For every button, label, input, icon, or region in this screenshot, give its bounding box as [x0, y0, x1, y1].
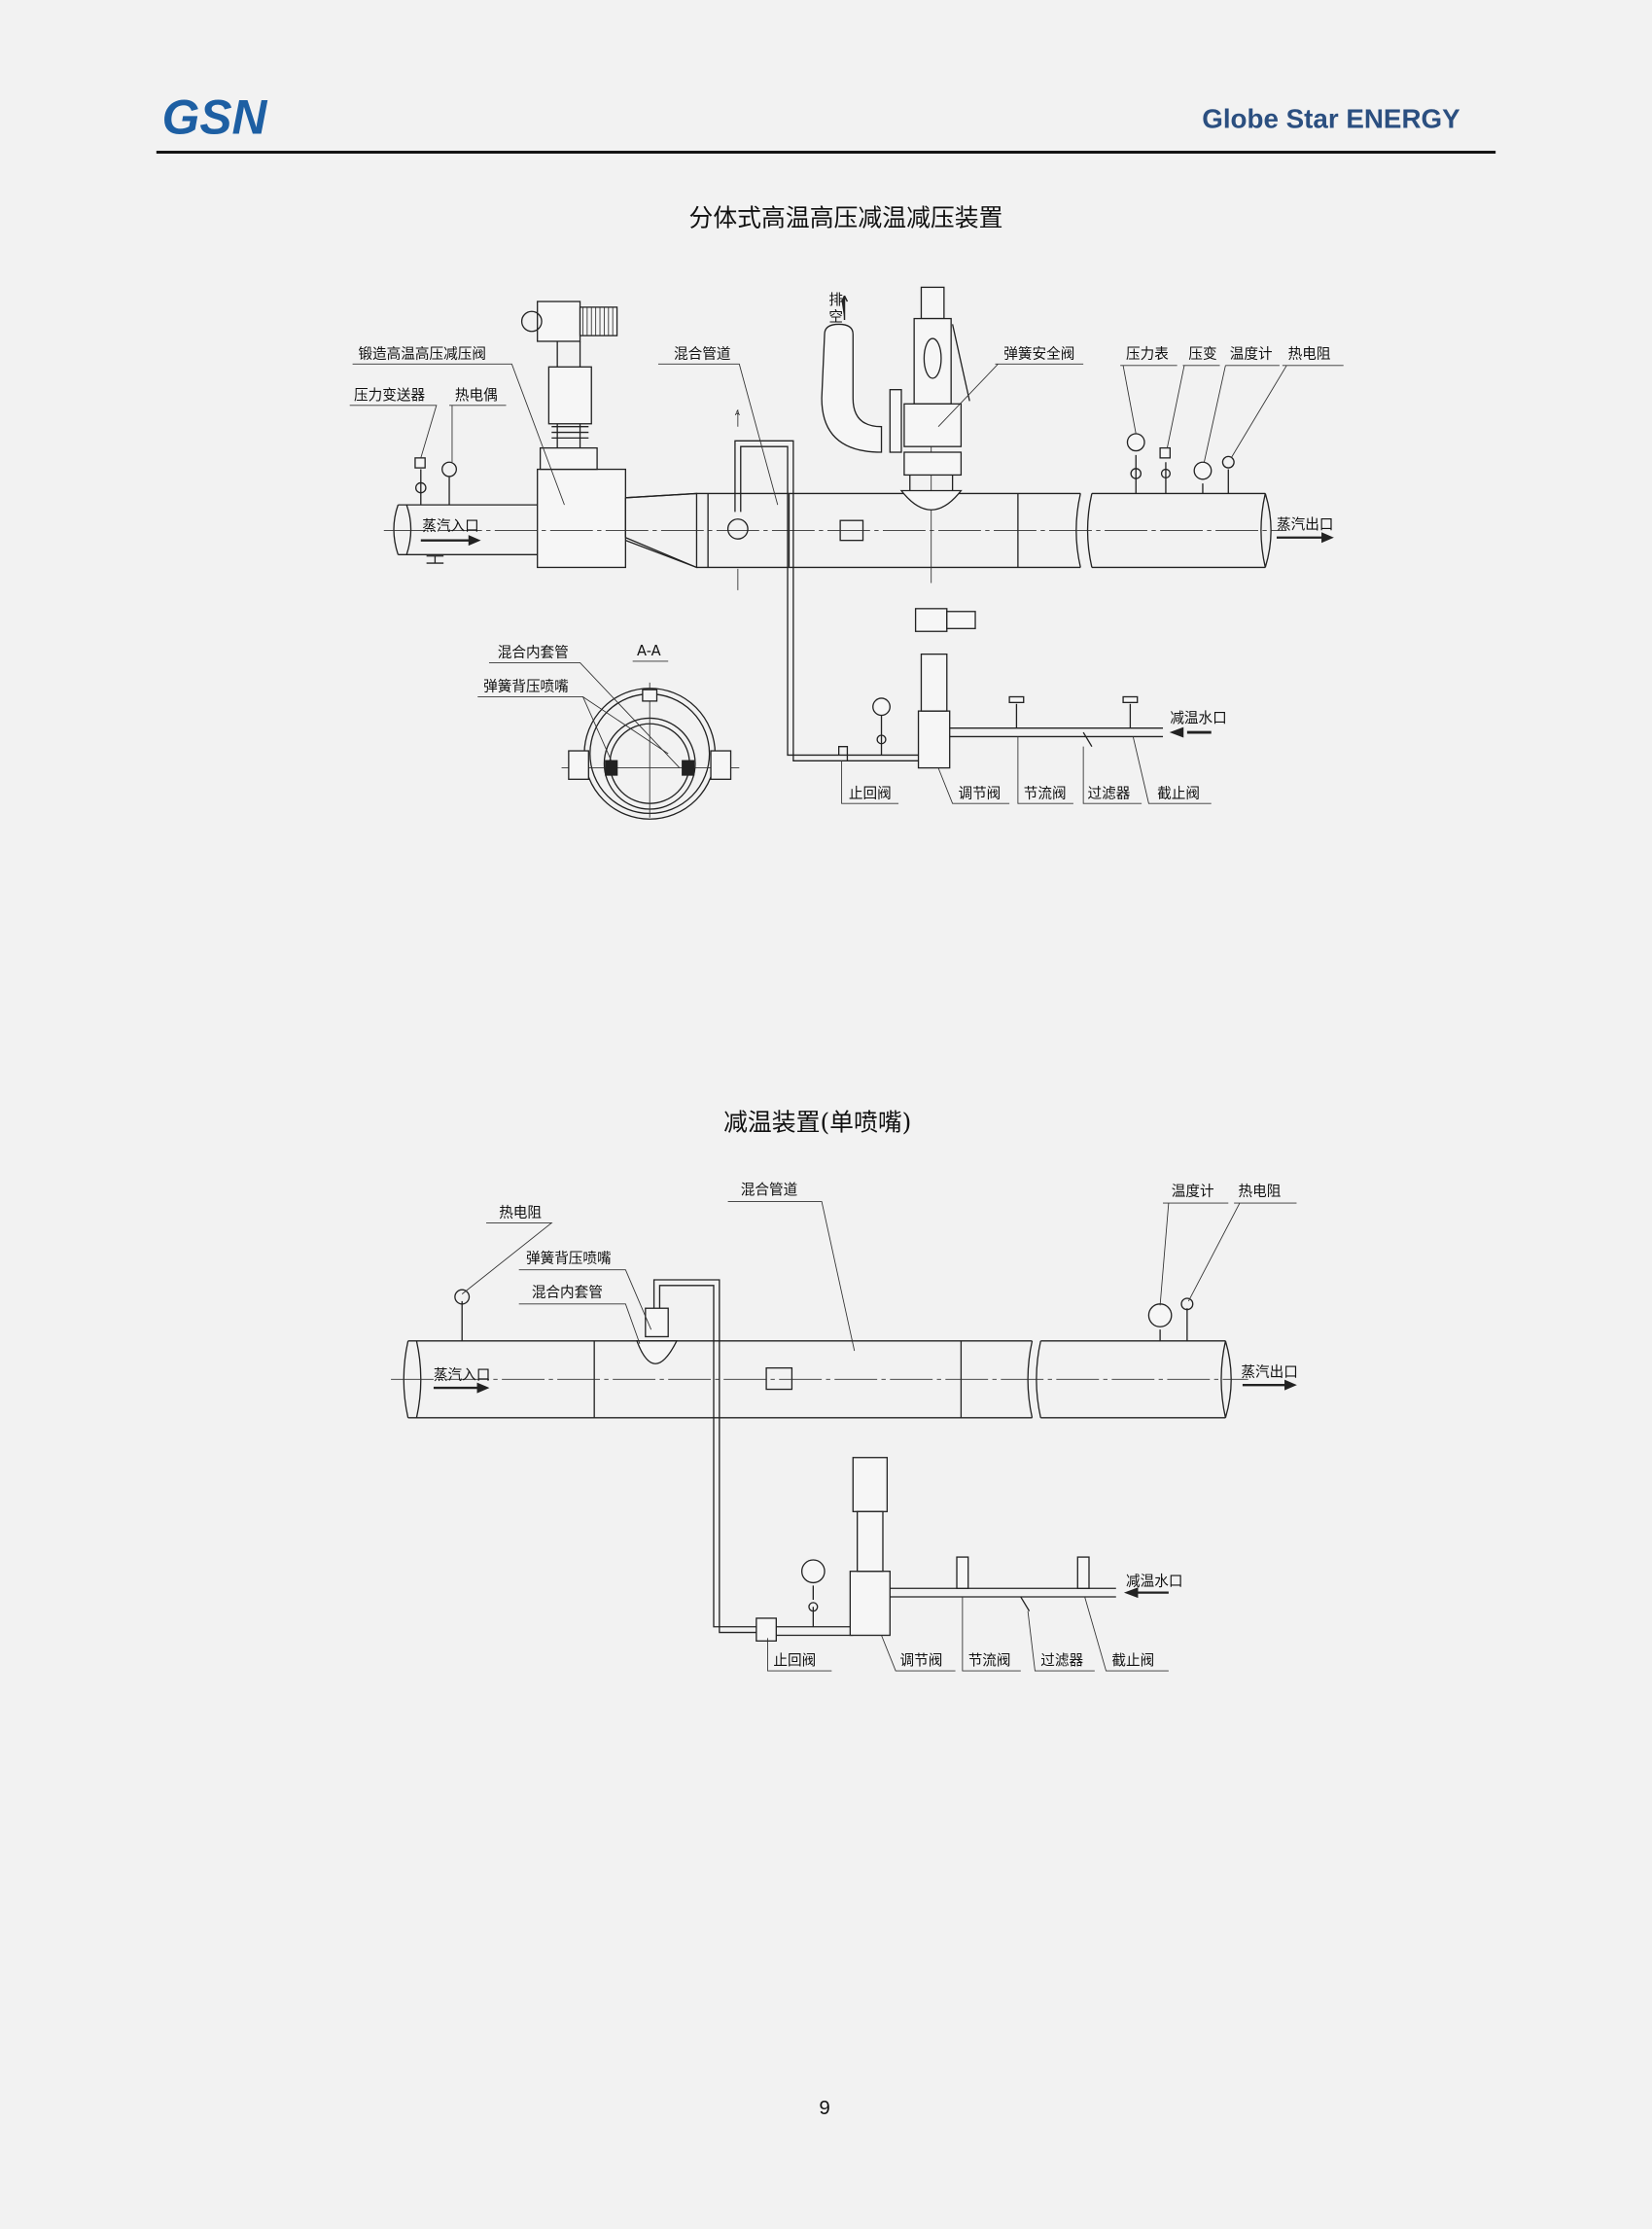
- diagram-1: 分体式高温高压减温减压装置: [349, 204, 1344, 820]
- water-line-2: [756, 1457, 1169, 1643]
- diagram-1-labels: 锻造高温高压减压阀 压力变送器 热电偶 混合管道 弹簧安全阀 压力表 压变 温度…: [349, 345, 1344, 804]
- label-thermometer: 温度计: [1230, 346, 1273, 363]
- label-check-valve: 止回阀: [849, 785, 892, 801]
- label-water-inlet: 减温水口: [1170, 710, 1226, 726]
- label-throttle-valve-2: 节流阀: [968, 1652, 1011, 1669]
- label-section-a-a: A-A: [637, 643, 661, 659]
- water-line: A: [726, 408, 1212, 769]
- diagram-1-title: 分体式高温高压减温减压装置: [688, 204, 1002, 232]
- vent-label-2: 空: [828, 308, 843, 325]
- label-thermocouple: 热电偶: [455, 387, 498, 404]
- page-number: 9: [819, 2097, 829, 2119]
- vent-label-1: 排: [828, 292, 843, 308]
- label-mixing-pipe-2: 混合管道: [741, 1182, 798, 1198]
- label-water-inlet-2: 减温水口: [1126, 1573, 1182, 1589]
- label-steam-outlet: 蒸汽出口: [1277, 516, 1333, 533]
- label-stop-valve-2: 截止阀: [1111, 1652, 1154, 1669]
- label-steam-inlet: 蒸汽入口: [422, 517, 478, 534]
- label-spring-safety-valve: 弹簧安全阀: [1003, 345, 1074, 363]
- label-steam-inlet-2: 蒸汽入口: [434, 1366, 490, 1383]
- label-pressure-reducing-valve: 锻造高温高压减压阀: [358, 346, 485, 363]
- label-pressure-transducer: 压变: [1188, 346, 1216, 363]
- header: GSN Globe Star ENERGY: [156, 89, 1496, 154]
- spring-safety-valve: 排 空: [821, 286, 970, 511]
- pressure-reducing-valve: [520, 301, 618, 471]
- label-pressure-transmitter: 压力变送器: [354, 387, 425, 404]
- gsn-logo: GSN: [162, 89, 268, 144]
- label-thermometer-2: 温度计: [1172, 1184, 1214, 1200]
- label-pressure-gauge: 压力表: [1126, 346, 1169, 363]
- label-rtd-left: 热电阻: [499, 1205, 542, 1221]
- diagram-2-title: 减温装置(单喷嘴): [723, 1108, 911, 1136]
- label-steam-outlet-2: 蒸汽出口: [1241, 1363, 1297, 1380]
- label-inner-sleeve: 混合内套管: [498, 645, 569, 661]
- diagram-2: 减温装置(单喷嘴): [391, 1108, 1298, 1672]
- label-strainer: 过滤器: [1088, 785, 1131, 801]
- section-mark-top: A: [735, 408, 740, 417]
- label-mixing-pipe: 混合管道: [674, 346, 731, 363]
- header-rule: [156, 151, 1496, 154]
- label-control-valve: 调节阀: [958, 785, 1001, 801]
- label-inner-sleeve-2: 混合内套管: [532, 1285, 603, 1301]
- label-rtd: 热电阻: [1288, 346, 1331, 363]
- label-control-valve-2: 调节阀: [900, 1652, 943, 1669]
- label-stop-valve: 截止阀: [1157, 785, 1200, 801]
- diagram-2-labels: 热电阻 弹簧背压喷嘴 混合内套管 混合管道 温度计 热电阻 蒸汽入口 蒸汽出口 …: [433, 1182, 1298, 1672]
- label-strainer-2: 过滤器: [1040, 1652, 1083, 1669]
- label-rtd-right: 热电阻: [1239, 1184, 1282, 1200]
- instruments: [414, 433, 1235, 506]
- label-check-valve-2: 止回阀: [773, 1652, 816, 1669]
- label-nozzle-2: 弹簧背压喷嘴: [526, 1250, 612, 1266]
- section-a-a: [561, 682, 740, 820]
- label-nozzle: 弹簧背压喷嘴: [483, 679, 569, 695]
- company-name: Globe Star ENERGY: [1202, 104, 1460, 134]
- pressure-reducing-valve-body: [537, 468, 626, 569]
- label-throttle-valve: 节流阀: [1024, 785, 1067, 801]
